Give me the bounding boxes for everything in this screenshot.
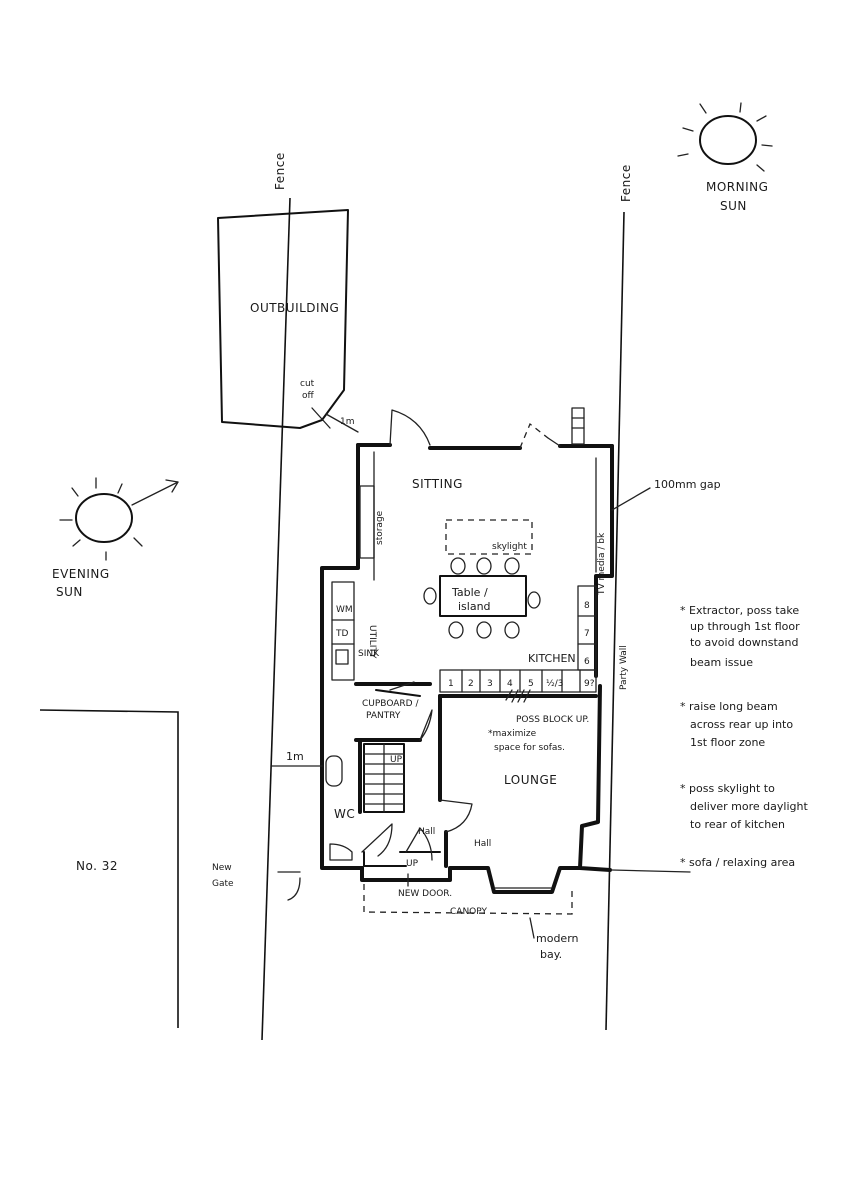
maximize-label-2: space for sofas. (494, 743, 565, 753)
tv-media-label: TV media / bk (597, 532, 607, 596)
cut-off-label-2: off (302, 391, 315, 401)
note-1-line-3: to avoid downstand (690, 636, 798, 649)
dining-table-with-chairs (423, 557, 541, 639)
storage-label: storage (375, 510, 385, 545)
note-2-line-1: * raise long beam (680, 700, 778, 713)
table-label-2: island (458, 600, 491, 613)
skylight-label: skylight (492, 542, 527, 552)
new-gate-label-2: Gate (212, 879, 234, 889)
beam-hatch (505, 689, 531, 703)
sink-icon (335, 649, 349, 665)
evening-sun-label-2: SUN (56, 585, 83, 599)
note-1-line-2: up through 1st floor (690, 620, 800, 633)
fence-label-left: Fence (273, 152, 287, 190)
kitchen-unit-5: 5 (528, 679, 534, 689)
lounge-label: LOUNGE (504, 773, 557, 787)
fence-label-right: Fence (619, 164, 633, 202)
storage-unit (359, 485, 375, 559)
cupboard-label-1: CUPBOARD / (362, 699, 419, 709)
gap-100mm-label: 100mm gap (654, 478, 721, 491)
note-3-line-2: deliver more daylight (690, 800, 808, 813)
side-units (577, 585, 597, 671)
note-4-line-1: * sofa / relaxing area (680, 856, 795, 869)
note-1-line-4: beam issue (690, 656, 753, 669)
kitchen-unit-4: 4 (507, 679, 513, 689)
gap-1m-label-a: 1m (340, 417, 355, 427)
morning-sun-icon (677, 102, 773, 172)
sink-label: SINK (358, 649, 380, 659)
table-label-1: Table / (451, 586, 488, 599)
kitchen-counter (439, 669, 597, 693)
party-wall-label: Party Wall (619, 645, 629, 690)
gap-1m-dimension (325, 413, 359, 433)
kitchen-unit-6: ½/3 (546, 679, 563, 689)
note-2-line-2: across rear up into (690, 718, 793, 731)
evening-sun-label-1: EVENING (52, 567, 110, 581)
hall-label-b: Hall (474, 839, 491, 849)
utility-appliance-column (331, 581, 355, 681)
doors (287, 407, 585, 901)
stair-up-label: UP (390, 755, 403, 765)
morning-sun-label-2: SUN (720, 199, 747, 213)
kitchen-label: KITCHEN (528, 652, 576, 665)
wc-label: WC (334, 807, 355, 821)
maximize-label-1: *maximize (488, 729, 537, 739)
kitchen-unit-2: 2 (468, 679, 474, 689)
cut-off-label-1: cut (300, 379, 315, 389)
poss-block-up-label: POSS BLOCK UP. (516, 715, 589, 725)
cupboard-label-2: PANTRY (366, 711, 401, 721)
gap-1m-label-b: 1m (286, 750, 304, 763)
hall-up-label: UP (406, 859, 419, 869)
new-gate-label-1: New (212, 863, 232, 873)
note-3-line-3: to rear of kitchen (690, 818, 785, 831)
sitting-room-label: SITTING (412, 477, 463, 491)
canopy-label: CANOPY (450, 907, 487, 917)
kitchen-unit-1: 1 (448, 679, 454, 689)
td-label: TD (335, 629, 348, 639)
modern-bay-label-2: bay. (540, 948, 562, 961)
note-3-line-1: * poss skylight to (680, 782, 775, 795)
utility-label: UTILITY (367, 625, 377, 659)
note-2-line-3: 1st floor zone (690, 736, 765, 749)
hall-label-a: Hall (418, 827, 435, 837)
side-unit-8: 8 (584, 601, 590, 611)
staircase (363, 743, 407, 867)
evening-sun-icon (59, 477, 179, 561)
wm-label: WM (336, 605, 353, 615)
outbuilding-label: OUTBUILDING (250, 301, 339, 315)
kitchen-unit-7: 9? (584, 679, 595, 689)
neighbour-label: No. 32 (76, 859, 118, 873)
neighbour-boundary (39, 709, 179, 1028)
skylight-outline (445, 519, 533, 555)
modern-bay-label-1: modern (536, 932, 579, 945)
morning-sun-label-1: MORNING (706, 180, 768, 194)
side-unit-6: 6 (584, 657, 590, 667)
kitchen-unit-3: 3 (487, 679, 493, 689)
wc-fixtures (325, 755, 353, 861)
new-door-label: NEW DOOR. (398, 889, 452, 899)
canopy-outline (363, 884, 573, 915)
side-unit-7: 7 (584, 629, 590, 639)
fence-lines (261, 197, 625, 1041)
note-1-line-1: * Extractor, poss take (680, 604, 799, 617)
outbuilding-outline (217, 209, 349, 429)
